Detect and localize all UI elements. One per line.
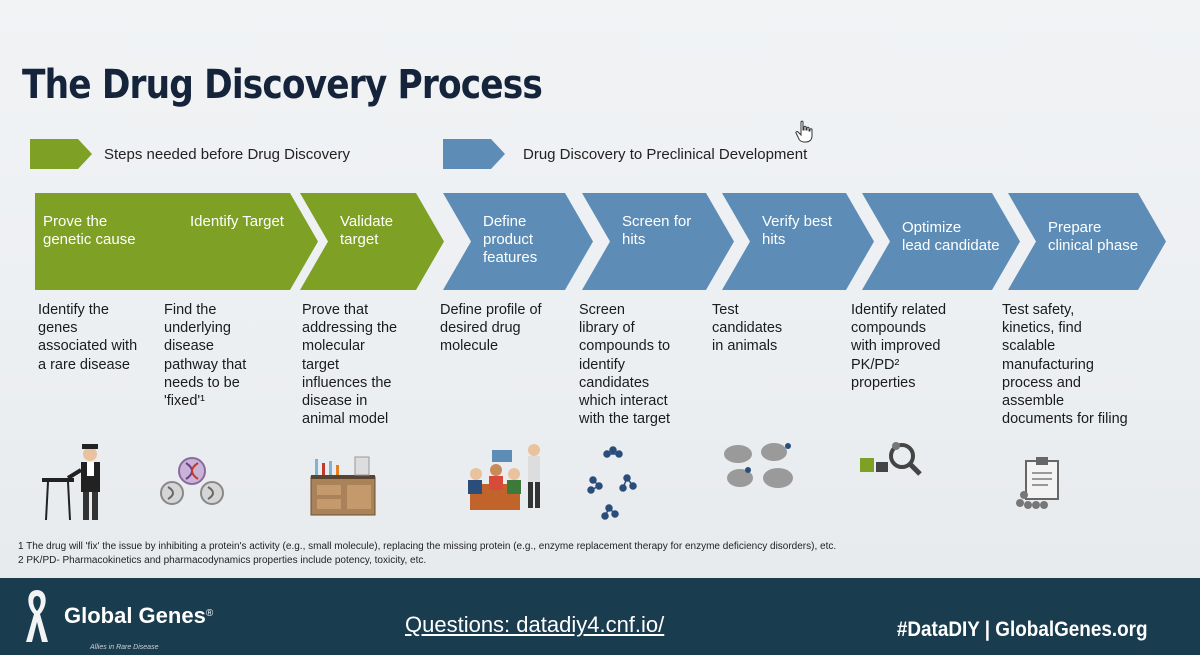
step-label: Identify Target	[190, 213, 284, 230]
step-prepare-clinical-phase: Prepare clinical phase	[1008, 193, 1166, 290]
step-validate-target: Validate target	[300, 193, 444, 290]
legend-label: Steps needed before Drug Discovery	[104, 145, 350, 163]
step-label: Validate target	[340, 213, 394, 248]
legend-discovery: Drug Discovery to Preclinical Developmen…	[443, 138, 807, 170]
step-label: Prepare clinical phase	[1048, 219, 1139, 254]
step-description: Screen library of compounds to identify …	[579, 302, 671, 428]
registered-mark: ®	[205, 608, 214, 619]
step-screen-for-hits: Screen for hits	[582, 193, 734, 290]
step-label: Define product features	[483, 213, 538, 266]
hand-cursor-icon	[795, 120, 813, 149]
scientist-desk-icon	[42, 444, 100, 521]
step-verify-best-hits: Verify best hits	[722, 193, 874, 290]
step-description: Test candidates in animals	[712, 302, 783, 355]
clipboard-pills-icon	[1016, 457, 1059, 509]
global-genes-logo: Global Genes ®	[20, 586, 213, 646]
step-label: Optimize lead candidate	[902, 219, 1000, 254]
step-label: Screen for hits	[622, 213, 692, 248]
blue-legend-arrow-icon	[443, 139, 505, 169]
lab-bench-icon	[310, 456, 376, 516]
step-description: Prove that addressing the molecular targ…	[302, 302, 398, 428]
green-legend-arrow-icon	[30, 139, 92, 169]
step-description: Identify related compounds with improved…	[851, 302, 947, 391]
lab-mice-icon	[724, 443, 793, 488]
team-meeting-icon	[468, 444, 540, 510]
legend-pre-discovery: Steps needed before Drug Discovery	[30, 138, 350, 170]
step-identify-target: Identify Target	[150, 193, 318, 290]
page-title: The Drug Discovery Process	[22, 62, 543, 108]
compounds-icon	[587, 446, 637, 520]
step-define-product-features: Define product features	[443, 193, 593, 290]
dna-molecule-icon	[160, 457, 224, 505]
brand-name: Global Genes	[64, 603, 206, 628]
step-description: Find the underlying disease pathway that…	[164, 302, 247, 410]
hashtag-website: #DataDIY | GlobalGenes.org	[897, 618, 1148, 641]
brand-tagline: Allies in Rare Disease	[90, 644, 159, 651]
footnote-1: 1 The drug will 'fix' the issue by inhib…	[18, 541, 837, 552]
footnote-2: 2 PK/PD- Pharmacokinetics and pharmacody…	[18, 554, 427, 566]
step-description: Define profile of desired drug molecule	[440, 302, 542, 355]
questions-link[interactable]: Questions: datadiy4.cnf.io/	[405, 612, 665, 637]
ribbon-logo-icon	[26, 590, 48, 642]
step-label: Prove the genetic cause	[43, 213, 136, 248]
step-prove-genetic-cause: Prove the genetic cause	[35, 193, 183, 290]
step-description: Identify the genes associated with a rar…	[38, 302, 138, 373]
step-description: Test safety, kinetics, find scalable man…	[1002, 302, 1128, 428]
step-optimize-lead-candidate: Optimize lead candidate	[862, 193, 1020, 290]
legend-label: Drug Discovery to Preclinical Developmen…	[523, 145, 808, 163]
magnifier-lab-icon	[860, 442, 922, 476]
footer-bar	[0, 578, 1200, 655]
footnotes: 1 The drug will 'fix' the issue by inhib…	[18, 540, 836, 567]
step-label: Verify best hits	[762, 213, 833, 248]
